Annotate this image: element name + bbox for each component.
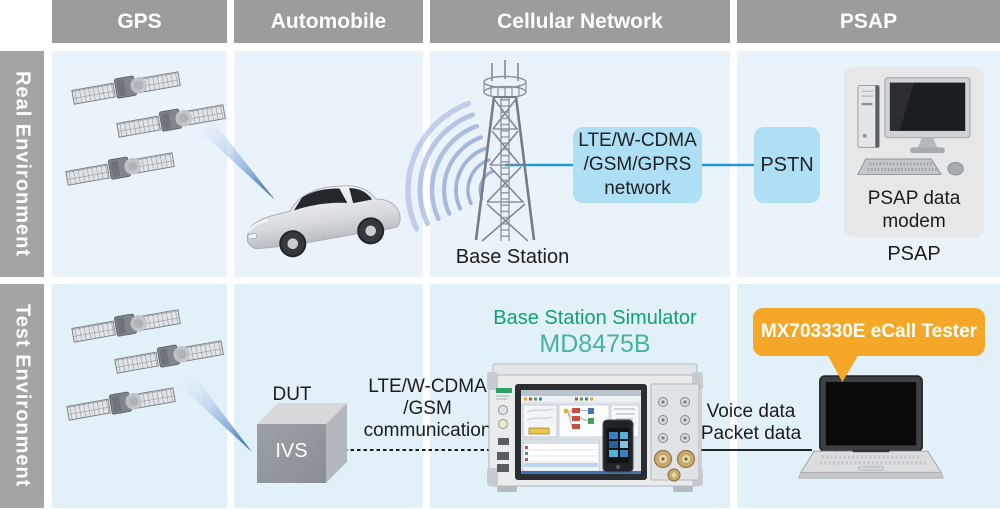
column-header-gps: GPS xyxy=(52,0,227,43)
base-station-label: Base Station xyxy=(455,246,570,268)
row-label-test-environment: Test Environment xyxy=(0,284,44,508)
cell-real-gps xyxy=(52,51,227,277)
ivs-label: IVS xyxy=(275,440,308,462)
cell-test-gps xyxy=(52,284,227,508)
md8475b-instrument-icon xyxy=(487,363,703,492)
simulator-title: Base Station Simulator xyxy=(493,307,697,329)
pstn-box: PSTN xyxy=(754,127,820,203)
voice-packet-label: Voice data Packet data xyxy=(700,401,802,444)
row-label-real-environment: Real Environment xyxy=(0,51,44,277)
column-header-automobile: Automobile xyxy=(234,0,423,43)
network-box: LTE/W-CDMA /GSM/GPRS network xyxy=(573,127,702,203)
desktop-computer-icon xyxy=(857,77,971,176)
simulator-heading: Base Station Simulator MD8475B xyxy=(479,307,711,359)
dut-label: DUT xyxy=(272,384,312,405)
psap-modem-label: PSAP data modem xyxy=(867,188,961,232)
ivs-cube-icon xyxy=(257,403,347,483)
simulator-model: MD8475B xyxy=(539,330,651,358)
laptop-icon xyxy=(798,375,944,479)
car-icon xyxy=(246,185,401,258)
ecall-callout: MX703330E eCall Tester xyxy=(753,308,985,356)
psap-label: PSAP xyxy=(887,243,941,265)
column-header-psap: PSAP xyxy=(737,0,1000,43)
communication-label: LTE/W-CDMA /GSM communication xyxy=(363,376,492,441)
base-station-tower-icon xyxy=(474,60,536,242)
column-header-cellular-network: Cellular Network xyxy=(430,0,730,43)
